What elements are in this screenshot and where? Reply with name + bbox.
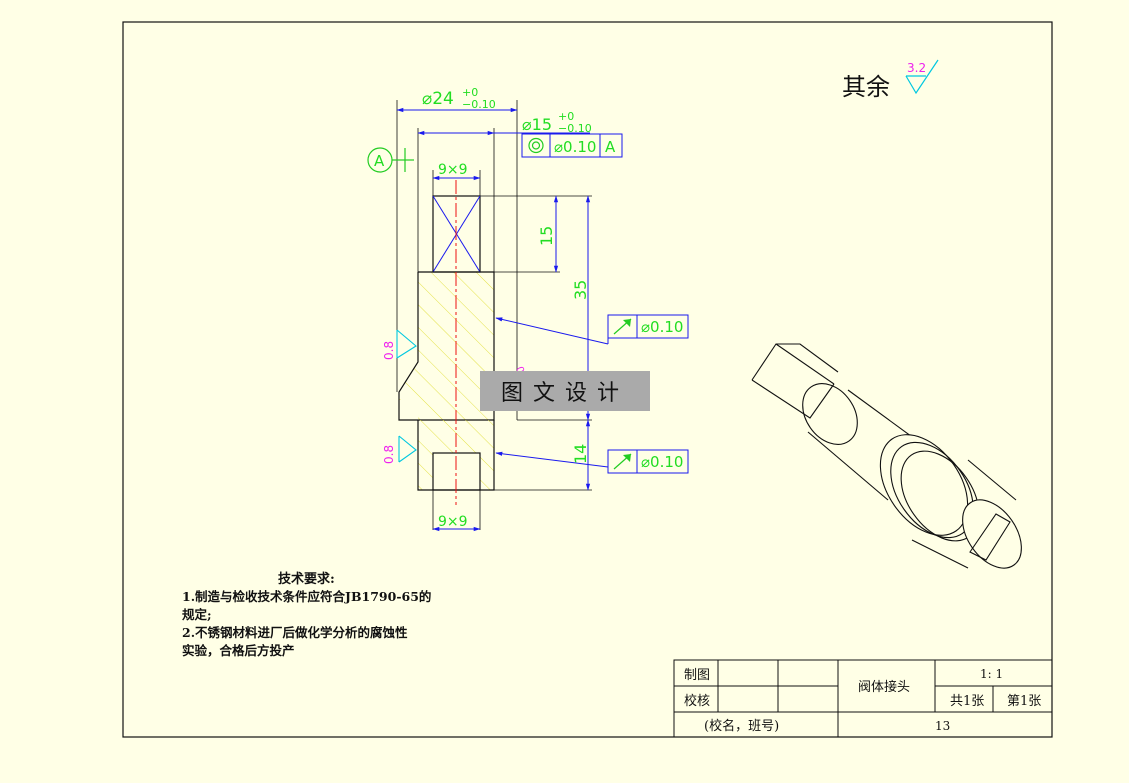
tech-req-line3: 2.不锈钢材料进厂后做化学分析的腐蚀性	[182, 625, 408, 640]
roughness-08-upper: 0.8	[382, 341, 396, 360]
title-scale: 1: 1	[980, 667, 1003, 681]
title-total-sheets: 共1张	[950, 694, 984, 709]
coaxiality-value: ⌀0.10	[554, 138, 596, 156]
roughness-upper-icon	[396, 329, 417, 359]
dim-len-14: 14	[571, 444, 590, 464]
dim-d15-tol-low: −0.10	[558, 122, 592, 135]
tech-req-line2: 规定;	[182, 607, 212, 622]
watermark-text: 图文设计	[500, 381, 629, 406]
title-checked-label: 校核	[684, 693, 710, 709]
section-hatching	[399, 272, 494, 420]
title-school-class: (校名，班号)	[704, 718, 779, 734]
title-drawing-no: 13	[935, 719, 950, 733]
dim-square-bottom: 9×9	[438, 514, 468, 530]
roughness-08-lower: 0.8	[382, 445, 396, 464]
tech-req-line1: 1.制造与检收技术条件应符合JB1790-65的	[182, 589, 431, 604]
roughness-note-label: 其余	[842, 73, 890, 101]
drawing-border	[122, 21, 1053, 738]
part-front-view: ⌀24 +0 −0.10 ⌀15 +0 −0.10 9×9 9×9 15 35 …	[367, 86, 689, 532]
coaxiality-frame: ⌀0.10 A	[521, 133, 623, 158]
dim-d24-tol-up: +0	[462, 86, 478, 99]
dim-len-15: 15	[537, 226, 556, 246]
dim-d24: ⌀24	[422, 89, 454, 109]
dim-d15: ⌀15	[522, 115, 552, 134]
tech-requirements: 技术要求: 1.制造与检收技术条件应符合JB1790-65的 规定; 2.不锈钢…	[182, 571, 431, 658]
dim-square-top: 9×9	[438, 162, 468, 178]
title-drawn-label: 制图	[684, 668, 710, 683]
runout-frame-2: ⌀0.10	[607, 449, 689, 474]
coaxiality-icon	[528, 137, 544, 154]
datum-a-label: A	[374, 152, 385, 170]
tech-req-line4: 实验，合格后方投产	[182, 643, 295, 658]
title-sheet-no: 第1张	[1007, 694, 1041, 709]
dim-d24-tol-low: −0.10	[462, 98, 496, 111]
roughness-symbol-icon	[905, 59, 939, 95]
roughness-note: 其余 3.2	[842, 59, 939, 101]
runout-1-value: ⌀0.10	[641, 318, 683, 336]
runout-frame-1: ⌀0.10	[607, 314, 689, 339]
dim-len-35: 35	[571, 280, 590, 300]
part-isometric-view	[751, 343, 1022, 569]
roughness-lower-icon	[398, 435, 417, 463]
dim-d15-tol-up: +0	[558, 110, 574, 123]
tech-req-title: 技术要求:	[278, 571, 335, 587]
coaxiality-datum: A	[605, 138, 616, 156]
title-block	[673, 659, 1053, 738]
watermark: 图文设计	[480, 371, 650, 411]
runout-2-value: ⌀0.10	[641, 453, 683, 471]
title-part-name: 阀体接头	[858, 679, 910, 695]
roughness-note-value: 3.2	[907, 61, 926, 75]
